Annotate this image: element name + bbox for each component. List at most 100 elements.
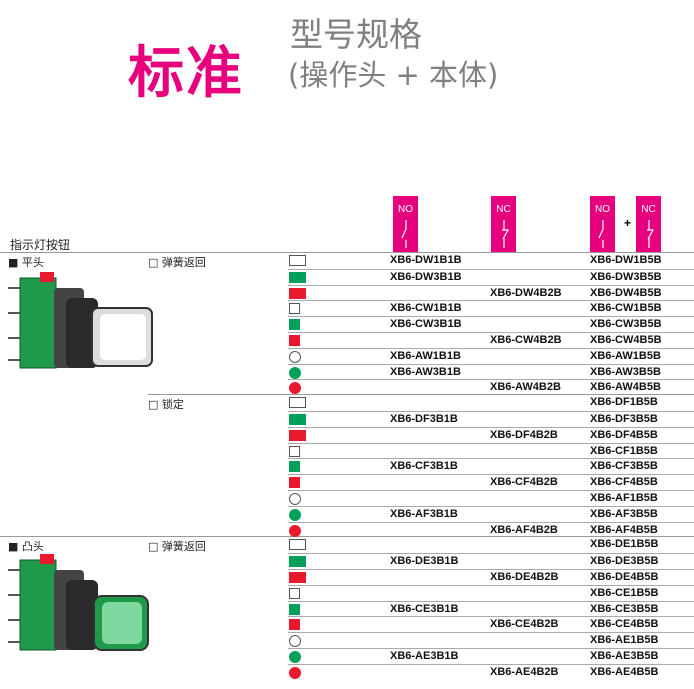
model-code: XB6-DE1B5B bbox=[590, 538, 659, 551]
table-row: XB6-CW3B1B XB6-CW3B5B bbox=[288, 316, 694, 332]
model-code: XB6-DW1B1B bbox=[390, 254, 462, 266]
no-contact-badge: NO bbox=[393, 196, 418, 252]
model-code: XB6-DW4B2B bbox=[490, 286, 562, 299]
table-row: XB6-AF1B5B bbox=[288, 490, 694, 506]
title-sub: 型号规格 bbox=[290, 15, 422, 54]
no-contact-icon bbox=[401, 220, 407, 248]
model-code: XB6-CW4B2B bbox=[490, 334, 562, 346]
color-indicator-white bbox=[289, 445, 300, 457]
color-indicator-white bbox=[289, 539, 306, 551]
color-indicator-white bbox=[289, 635, 301, 648]
color-indicator-white bbox=[289, 397, 306, 409]
model-code: XB6-CF3B5B bbox=[590, 460, 658, 473]
color-indicator-green bbox=[289, 508, 301, 521]
group-spring-return: □ 弹簧返回 bbox=[148, 256, 206, 269]
model-code: XB6-CE4B2B bbox=[490, 618, 559, 631]
color-indicator-white bbox=[289, 255, 306, 266]
model-code: XB6-CE3B5B bbox=[590, 602, 659, 615]
table-row: XB6-AW3B1B XB6-AW3B5B bbox=[288, 363, 694, 380]
color-indicator-green bbox=[289, 556, 306, 568]
color-indicator-green bbox=[289, 271, 306, 283]
model-code: XB6-CW1B5B bbox=[590, 302, 662, 315]
model-code: XB6-AW1B5B bbox=[590, 349, 661, 362]
color-indicator-white bbox=[289, 350, 301, 363]
color-indicator-red bbox=[289, 335, 300, 346]
table-row: XB6-AE1B5B bbox=[288, 632, 694, 648]
color-indicator-green bbox=[289, 414, 306, 425]
color-indicator-green bbox=[289, 651, 301, 663]
section-divider bbox=[148, 394, 694, 395]
table-row: XB6-AW1B1B XB6-AW1B5B bbox=[288, 347, 694, 364]
model-code: XB6-AE3B5B bbox=[590, 650, 659, 662]
table-row: XB6-DF1B5B bbox=[288, 395, 694, 411]
table-row: XB6-CW4B2B XB6-CW4B5B bbox=[288, 332, 694, 348]
title-main: 标准 bbox=[128, 40, 244, 106]
model-code: XB6-CW3B5B bbox=[590, 318, 662, 331]
model-code: XB6-AW1B1B bbox=[390, 349, 461, 362]
plus-sign: + bbox=[624, 216, 632, 230]
model-code: XB6-AW3B5B bbox=[590, 365, 661, 378]
model-code: XB6-DW3B1B bbox=[390, 270, 462, 283]
raised-pushbutton-image bbox=[8, 554, 149, 651]
model-code: XB6-AF4B5B bbox=[590, 523, 658, 536]
model-code: XB6-CE1B5B bbox=[590, 586, 659, 599]
model-code: XB6-AE4B5B bbox=[590, 665, 659, 678]
color-indicator-red bbox=[289, 287, 306, 299]
table-row: XB6-AE3B1B XB6-AE3B5B bbox=[288, 648, 694, 664]
table-row: XB6-CE1B5B bbox=[288, 584, 694, 601]
color-indicator-green bbox=[289, 319, 300, 331]
color-indicator-red bbox=[289, 524, 301, 537]
model-code: XB6-AW4B5B bbox=[590, 381, 661, 394]
model-code: XB6-AW3B1B bbox=[390, 365, 461, 378]
nc-label: NC bbox=[641, 204, 656, 215]
model-code: XB6-DF4B5B bbox=[590, 428, 658, 441]
table-row: XB6-DF4B2B XB6-DF4B5B bbox=[288, 426, 694, 443]
model-code: XB6-AF1B5B bbox=[590, 492, 658, 504]
color-indicator-red bbox=[289, 666, 301, 679]
color-indicator-red bbox=[289, 477, 300, 489]
title-sub2: (操作头 + 本体) bbox=[288, 58, 499, 92]
color-indicator-white bbox=[289, 493, 301, 505]
nc-contact-icon bbox=[502, 220, 510, 248]
group-latching: □ 锁定 bbox=[148, 398, 184, 411]
model-code: XB6-CF3B1B bbox=[390, 460, 458, 473]
table-row: XB6-AW4B2B XB6-AW4B5B bbox=[288, 379, 694, 395]
model-code: XB6-CE3B1B bbox=[390, 602, 459, 615]
flat-pushbutton-image bbox=[8, 272, 153, 369]
group-raised-head: ■ 凸头 bbox=[8, 540, 44, 553]
color-indicator-red bbox=[289, 572, 306, 583]
model-code: XB6-AE4B2B bbox=[490, 665, 559, 678]
nc-contact-badge-combo: NC bbox=[636, 196, 661, 252]
model-code: XB6-CW3B1B bbox=[390, 318, 462, 331]
model-code: XB6-CF1B5B bbox=[590, 444, 658, 457]
model-code: XB6-CE4B5B bbox=[590, 618, 659, 631]
table-row: XB6-AF4B2B XB6-AF4B5B bbox=[288, 521, 694, 538]
color-indicator-white bbox=[289, 303, 300, 315]
model-code: XB6-AW4B2B bbox=[490, 381, 561, 394]
model-code: XB6-AF3B5B bbox=[590, 507, 658, 520]
table-row: XB6-CF1B5B bbox=[288, 442, 694, 459]
no-contact-badge-combo: NO bbox=[590, 196, 615, 252]
model-code: XB6-CW1B1B bbox=[390, 302, 462, 315]
group-flat-head: ■ 平头 bbox=[8, 256, 44, 269]
model-code: XB6-CF4B2B bbox=[490, 476, 558, 489]
no-label: NO bbox=[398, 204, 413, 215]
model-code: XB6-AE3B1B bbox=[390, 650, 459, 662]
model-code: XB6-AF4B2B bbox=[490, 523, 558, 536]
model-code: XB6-DF1B5B bbox=[590, 396, 658, 409]
table-row: XB6-CF3B1B XB6-CF3B5B bbox=[288, 458, 694, 474]
color-indicator-red bbox=[289, 382, 301, 395]
no-contact-icon bbox=[598, 220, 604, 248]
model-code: XB6-DF4B2B bbox=[490, 428, 558, 441]
table-row: XB6-CE3B1B XB6-CE3B5B bbox=[288, 600, 694, 617]
table-row: XB6-CW1B1B XB6-CW1B5B bbox=[288, 300, 694, 316]
model-code: XB6-CW4B5B bbox=[590, 334, 662, 346]
color-indicator-green bbox=[289, 366, 301, 379]
